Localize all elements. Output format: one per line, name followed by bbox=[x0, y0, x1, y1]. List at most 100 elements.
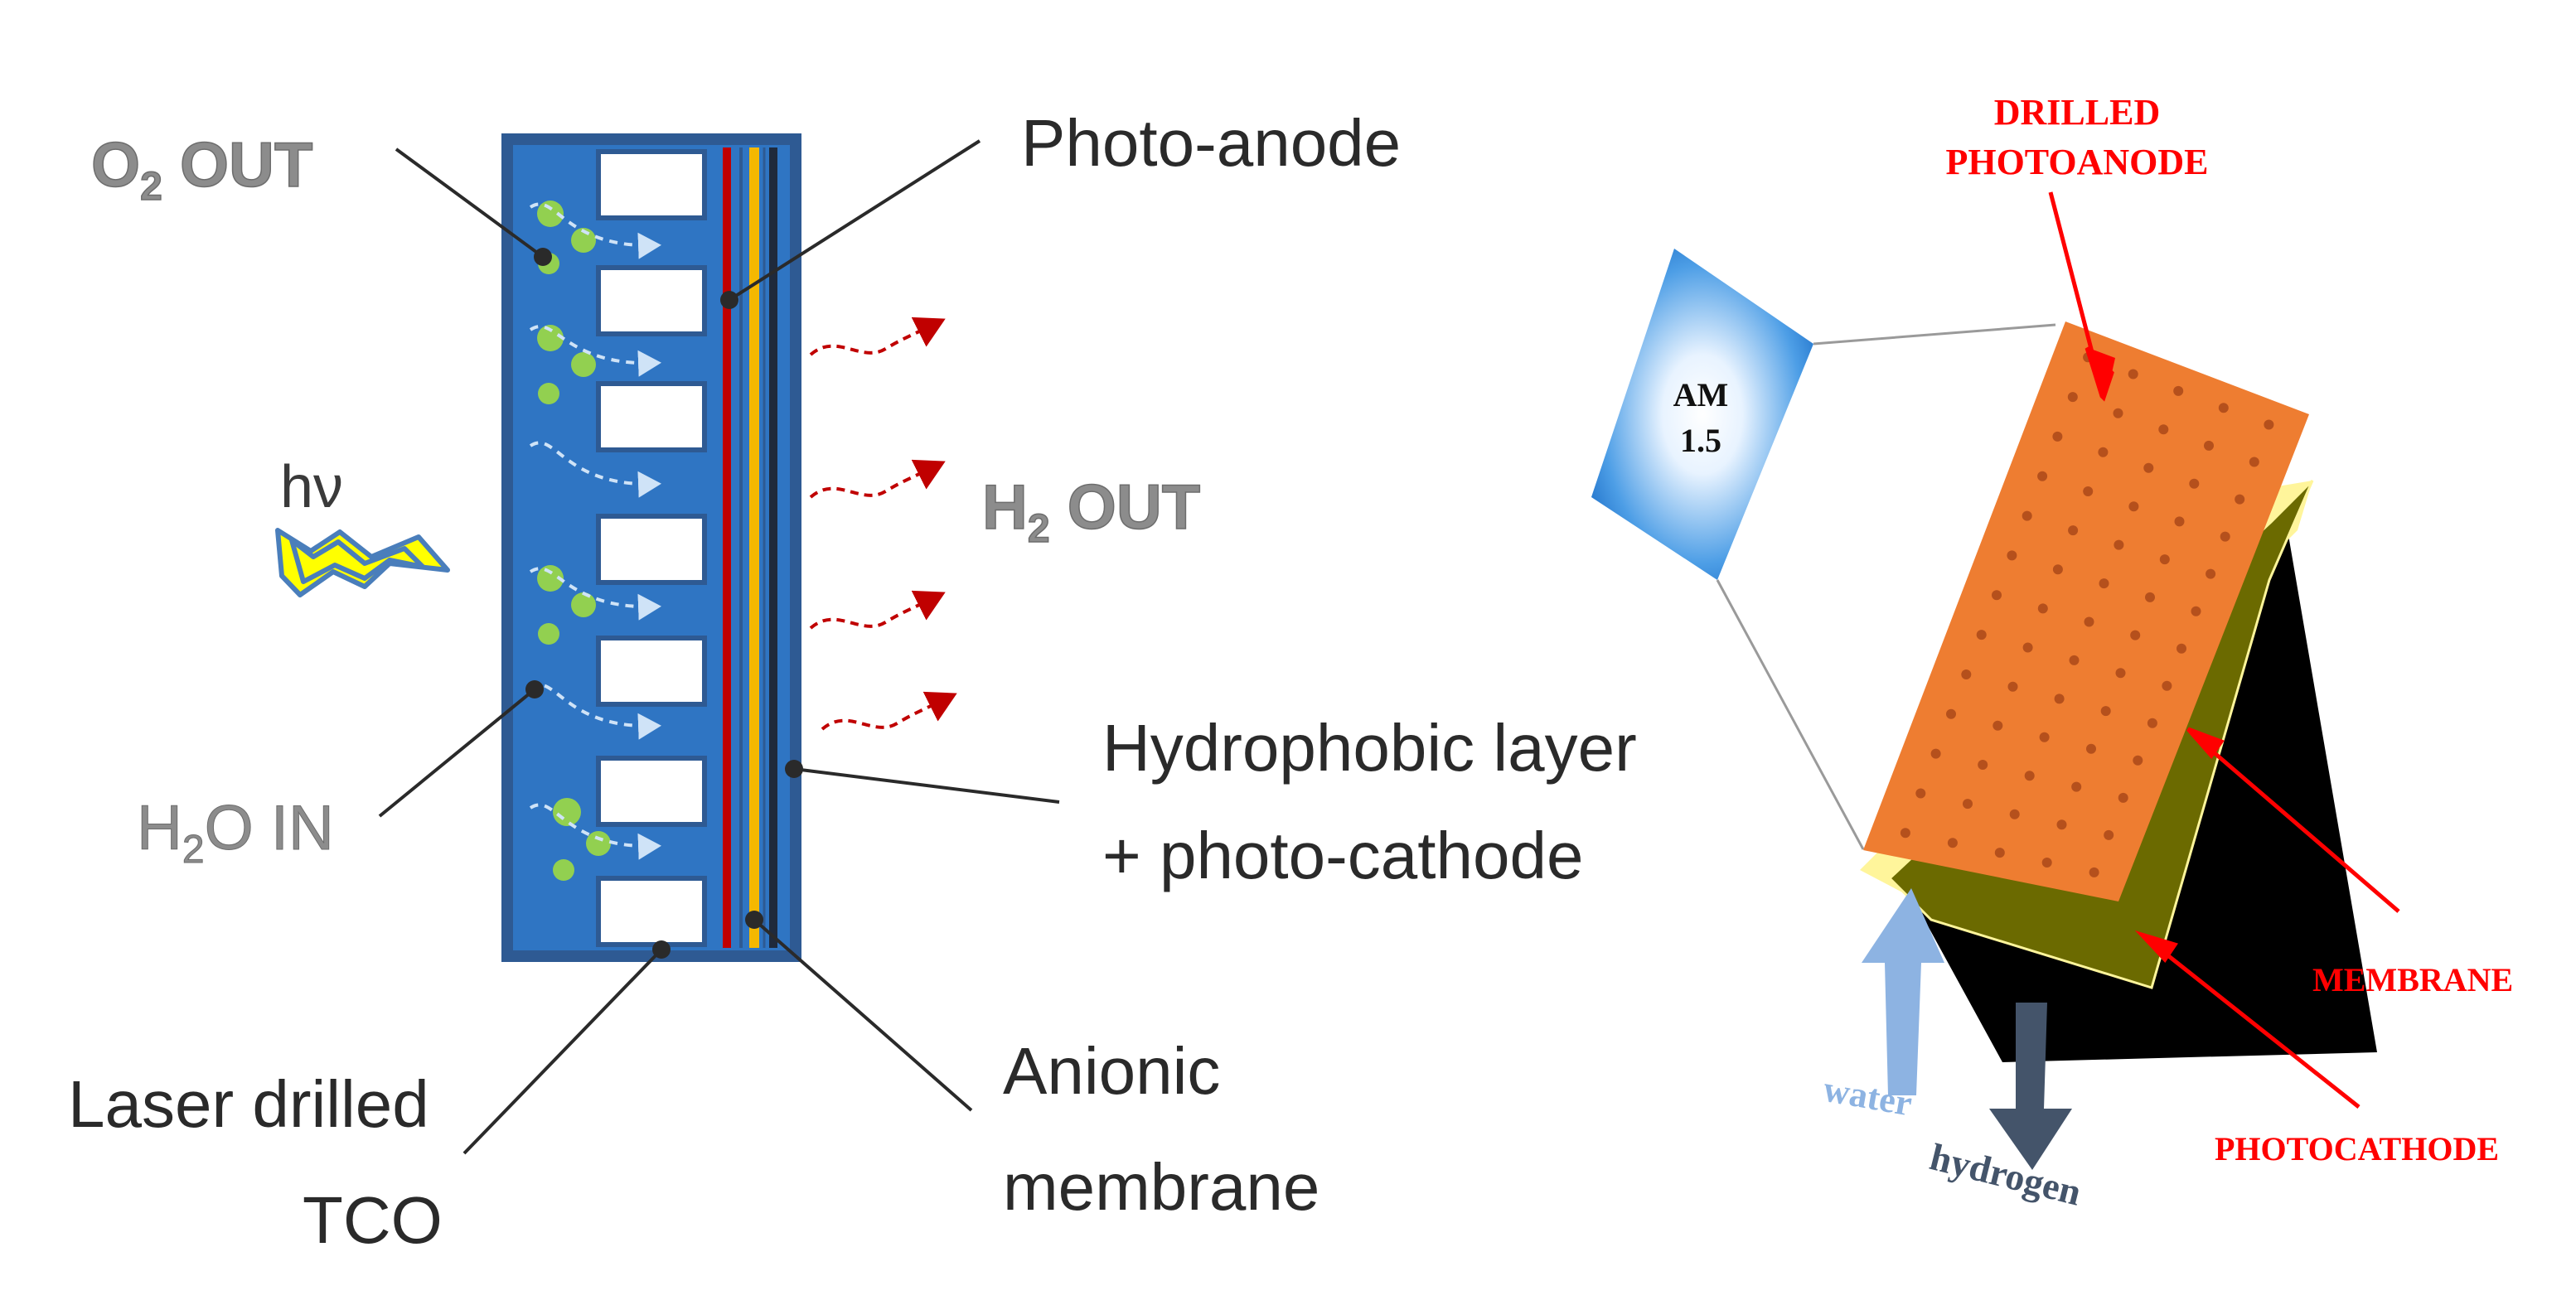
hole bbox=[2191, 606, 2201, 616]
anionic-label-line2: membrane bbox=[1003, 1150, 1319, 1224]
hole bbox=[1993, 720, 2003, 731]
hole bbox=[1915, 788, 1926, 799]
hole bbox=[2068, 525, 2079, 536]
hole bbox=[2130, 630, 2141, 640]
hydrogen-arrow bbox=[1989, 1003, 2072, 1170]
hole bbox=[2089, 867, 2099, 877]
h2-out-label: H2 OUT bbox=[982, 472, 1200, 551]
hole bbox=[2067, 392, 2078, 403]
anionic-membrane-layer bbox=[749, 147, 759, 948]
hole bbox=[2145, 592, 2155, 602]
hole bbox=[1978, 760, 1988, 770]
hole bbox=[2114, 539, 2124, 550]
am15-light-panel bbox=[1591, 249, 1813, 580]
laser-label-line2: TCO bbox=[303, 1183, 443, 1257]
hole bbox=[2204, 440, 2214, 451]
hole bbox=[2083, 486, 2094, 496]
hole bbox=[2037, 471, 2048, 481]
hole bbox=[2128, 369, 2138, 379]
tco-blocks bbox=[596, 149, 707, 947]
h2o-in-label: H2O IN bbox=[137, 793, 334, 872]
hole bbox=[1963, 799, 1973, 810]
hole bbox=[2218, 403, 2229, 413]
hole bbox=[1976, 630, 1987, 640]
hole bbox=[2069, 655, 2080, 665]
photo-cathode-layer bbox=[769, 147, 777, 948]
photo-anode-label: Photo-anode bbox=[1021, 106, 1401, 180]
am-label: AM bbox=[1673, 376, 1729, 413]
drilled-label-line2: PHOTOANODE bbox=[1945, 142, 2208, 182]
leader-dots bbox=[525, 248, 803, 959]
hole bbox=[2133, 755, 2143, 766]
hole bbox=[2118, 792, 2128, 803]
hole bbox=[2143, 462, 2154, 473]
hole bbox=[2099, 578, 2109, 589]
water-arrow bbox=[1862, 888, 1944, 1095]
hole bbox=[2189, 478, 2200, 489]
left-cell-diagram: O2 OUT H2 OUT H2O IN hν Photo-anode Hydr… bbox=[68, 106, 1637, 1257]
hole bbox=[1947, 838, 1958, 848]
hole bbox=[2007, 681, 2018, 692]
hole bbox=[2220, 531, 2230, 542]
hole bbox=[2024, 771, 2035, 781]
hole bbox=[2041, 858, 2052, 868]
hole bbox=[2174, 516, 2185, 527]
hole bbox=[1992, 590, 2002, 601]
hole bbox=[1994, 848, 2005, 858]
hole bbox=[2039, 732, 2050, 742]
laser-label-line1: Laser drilled bbox=[68, 1067, 429, 1141]
hole bbox=[2115, 668, 2126, 679]
photocathode-label: PHOTOCATHODE bbox=[2215, 1130, 2499, 1167]
hole bbox=[2173, 385, 2184, 396]
drilled-label-line1: DRILLED bbox=[1994, 92, 2161, 133]
hole bbox=[2177, 643, 2186, 654]
hydrogen-flow-arrows bbox=[809, 317, 957, 731]
hole bbox=[2084, 616, 2094, 627]
hole bbox=[2071, 781, 2082, 792]
hole bbox=[2147, 718, 2157, 728]
projection-lines bbox=[1716, 323, 2056, 850]
anionic-label-line1: Anionic bbox=[1003, 1034, 1220, 1108]
photo-anode-layer bbox=[723, 147, 731, 948]
lightning-icon bbox=[275, 528, 450, 597]
hole bbox=[2098, 447, 2109, 457]
hole bbox=[2206, 568, 2216, 579]
hole bbox=[2054, 694, 2065, 704]
hole bbox=[2052, 431, 2063, 442]
hole bbox=[2162, 680, 2172, 691]
annotation-arrows bbox=[2048, 191, 2400, 1109]
hole bbox=[2235, 494, 2245, 505]
hole bbox=[2159, 554, 2170, 565]
hole bbox=[2158, 424, 2169, 435]
hydrophobic-label-line2: + photo-cathode bbox=[1102, 819, 1583, 892]
water-flow-arrows bbox=[529, 202, 661, 860]
hole bbox=[2104, 829, 2114, 840]
am-value-label: 1.5 bbox=[1680, 422, 1721, 459]
right-cell-diagram: AM 1.5 water hydrogen DRILLED PHO bbox=[1591, 92, 2513, 1214]
hole bbox=[2022, 642, 2033, 653]
o2-out-label: O2 OUT bbox=[91, 130, 312, 209]
hole bbox=[2009, 809, 2020, 819]
hole bbox=[2100, 706, 2111, 717]
leader-lines bbox=[378, 139, 1060, 1155]
membrane-label: MEMBRANE bbox=[2312, 961, 2513, 998]
hole bbox=[2128, 501, 2139, 512]
drilled-photoanode-plate bbox=[1863, 321, 2309, 901]
hole bbox=[1930, 748, 1941, 759]
hv-label: hν bbox=[280, 454, 343, 520]
hole bbox=[1946, 708, 1956, 719]
hole bbox=[2037, 603, 2048, 614]
hole bbox=[2113, 408, 2123, 418]
hole bbox=[2052, 564, 2063, 575]
hole bbox=[2056, 819, 2067, 830]
hole bbox=[2022, 510, 2032, 521]
hole bbox=[2086, 743, 2096, 754]
hydrogen-label: hydrogen bbox=[1926, 1135, 2086, 1213]
photoanode-holes bbox=[1900, 352, 2274, 877]
hole bbox=[2264, 419, 2274, 430]
hydrophobic-label-line1: Hydrophobic layer bbox=[1102, 711, 1637, 785]
hole bbox=[2007, 550, 2017, 561]
hole bbox=[1961, 669, 1972, 679]
hole bbox=[1900, 828, 1910, 839]
